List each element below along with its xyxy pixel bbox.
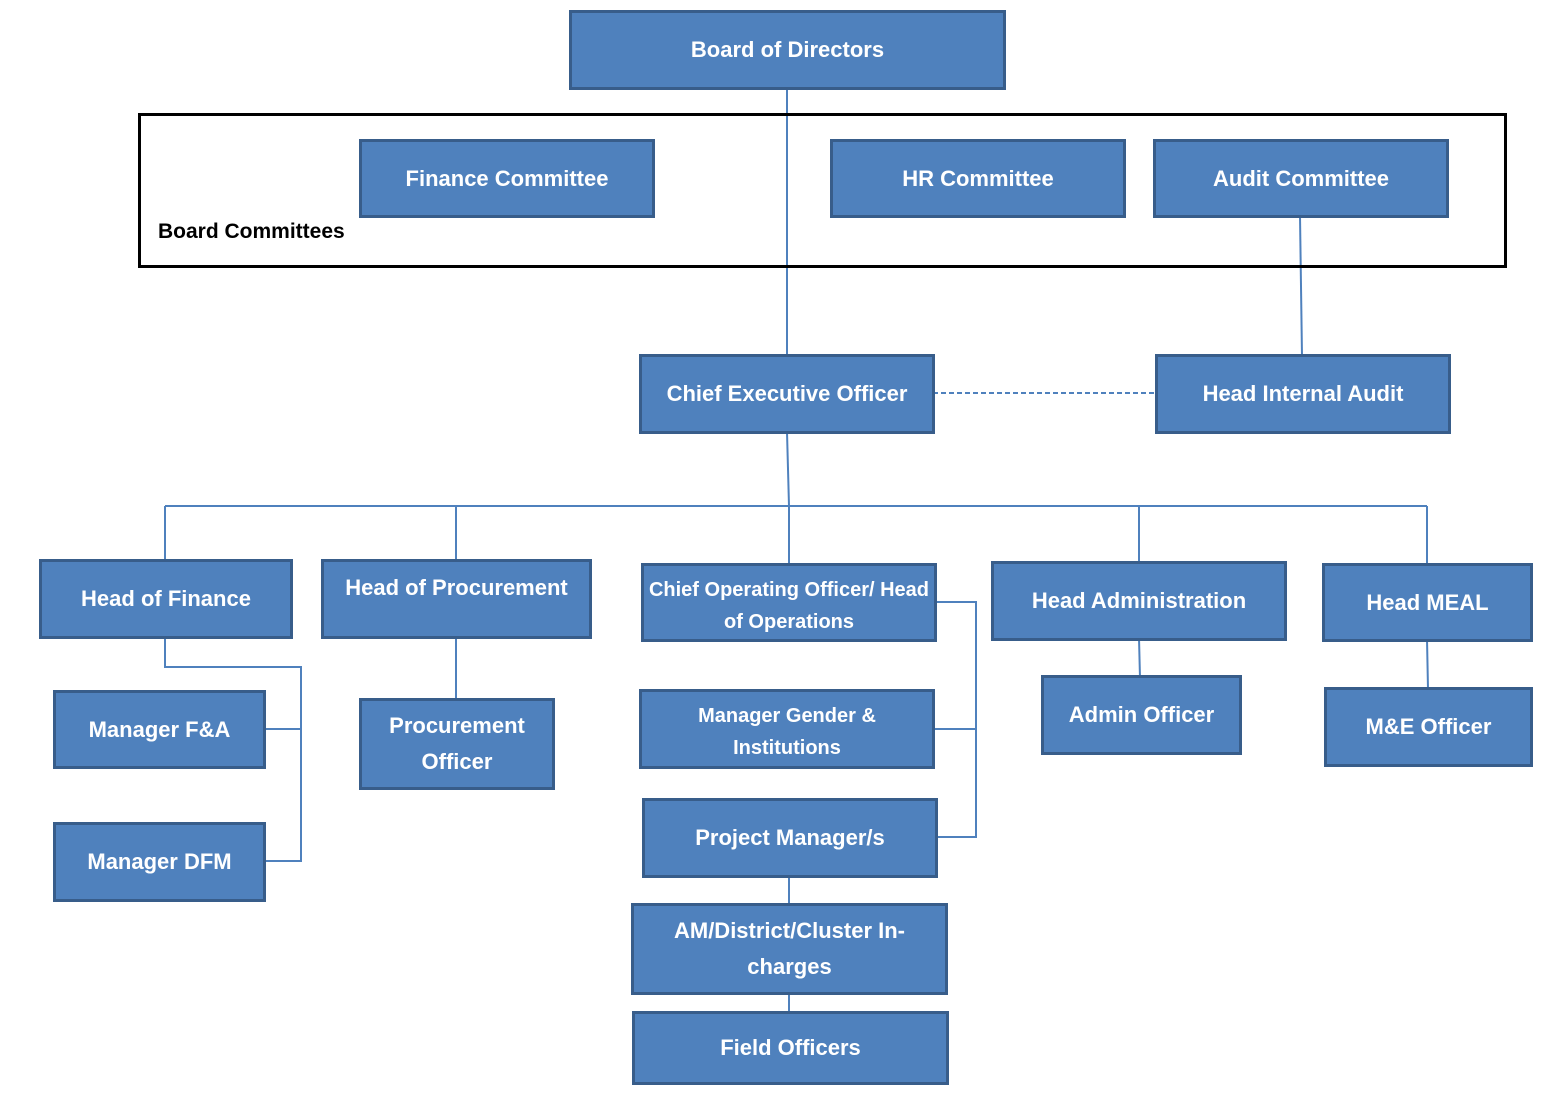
head-finance-box: Head of Finance [39,559,293,639]
coo-label: Chief Operating Officer/ Head of Operati… [648,579,930,633]
coo-box: Chief Operating Officer/ Head of Operati… [641,563,937,642]
board-committees-label: Board Committees [158,220,345,243]
head-procurement-box: Head of Procurement [321,559,592,639]
head-procurement-label: Head of Procurement [345,575,568,600]
head-meal-box: Head MEAL [1322,563,1533,642]
procurement-officer-box: Procurement Officer [359,698,555,790]
board-committees-group [138,113,1507,268]
line-meal-officer [1426,638,1429,690]
board-of-directors-box: Board of Directors [569,10,1006,90]
line-ceo-bus [786,431,790,507]
field-officers-box: Field Officers [632,1011,949,1085]
ceo-box: Chief Executive Officer [639,354,935,434]
head-internal-audit-box: Head Internal Audit [1155,354,1451,434]
project-managers-box: Project Manager/s [642,798,938,878]
manager-dfm-box: Manager DFM [53,822,266,902]
line-admin-officer [1138,637,1141,679]
me-officer-box: M&E Officer [1324,687,1533,767]
head-administration-box: Head Administration [991,561,1287,641]
manager-fa-box: Manager F&A [53,690,266,769]
admin-officer-box: Admin Officer [1041,675,1242,755]
line-coo-bracket [935,601,977,838]
hr-committee-box: HR Committee [830,139,1126,218]
audit-committee-box: Audit Committee [1153,139,1449,218]
manager-gender-label: Manager Gender & Institutions [698,705,876,759]
manager-gender-box: Manager Gender & Institutions [639,689,935,769]
am-district-box: AM/District/Cluster In-charges [631,903,948,995]
line-finance-managers [164,637,302,862]
finance-committee-box: Finance Committee [359,139,655,218]
line-audit-internal [1299,215,1303,357]
